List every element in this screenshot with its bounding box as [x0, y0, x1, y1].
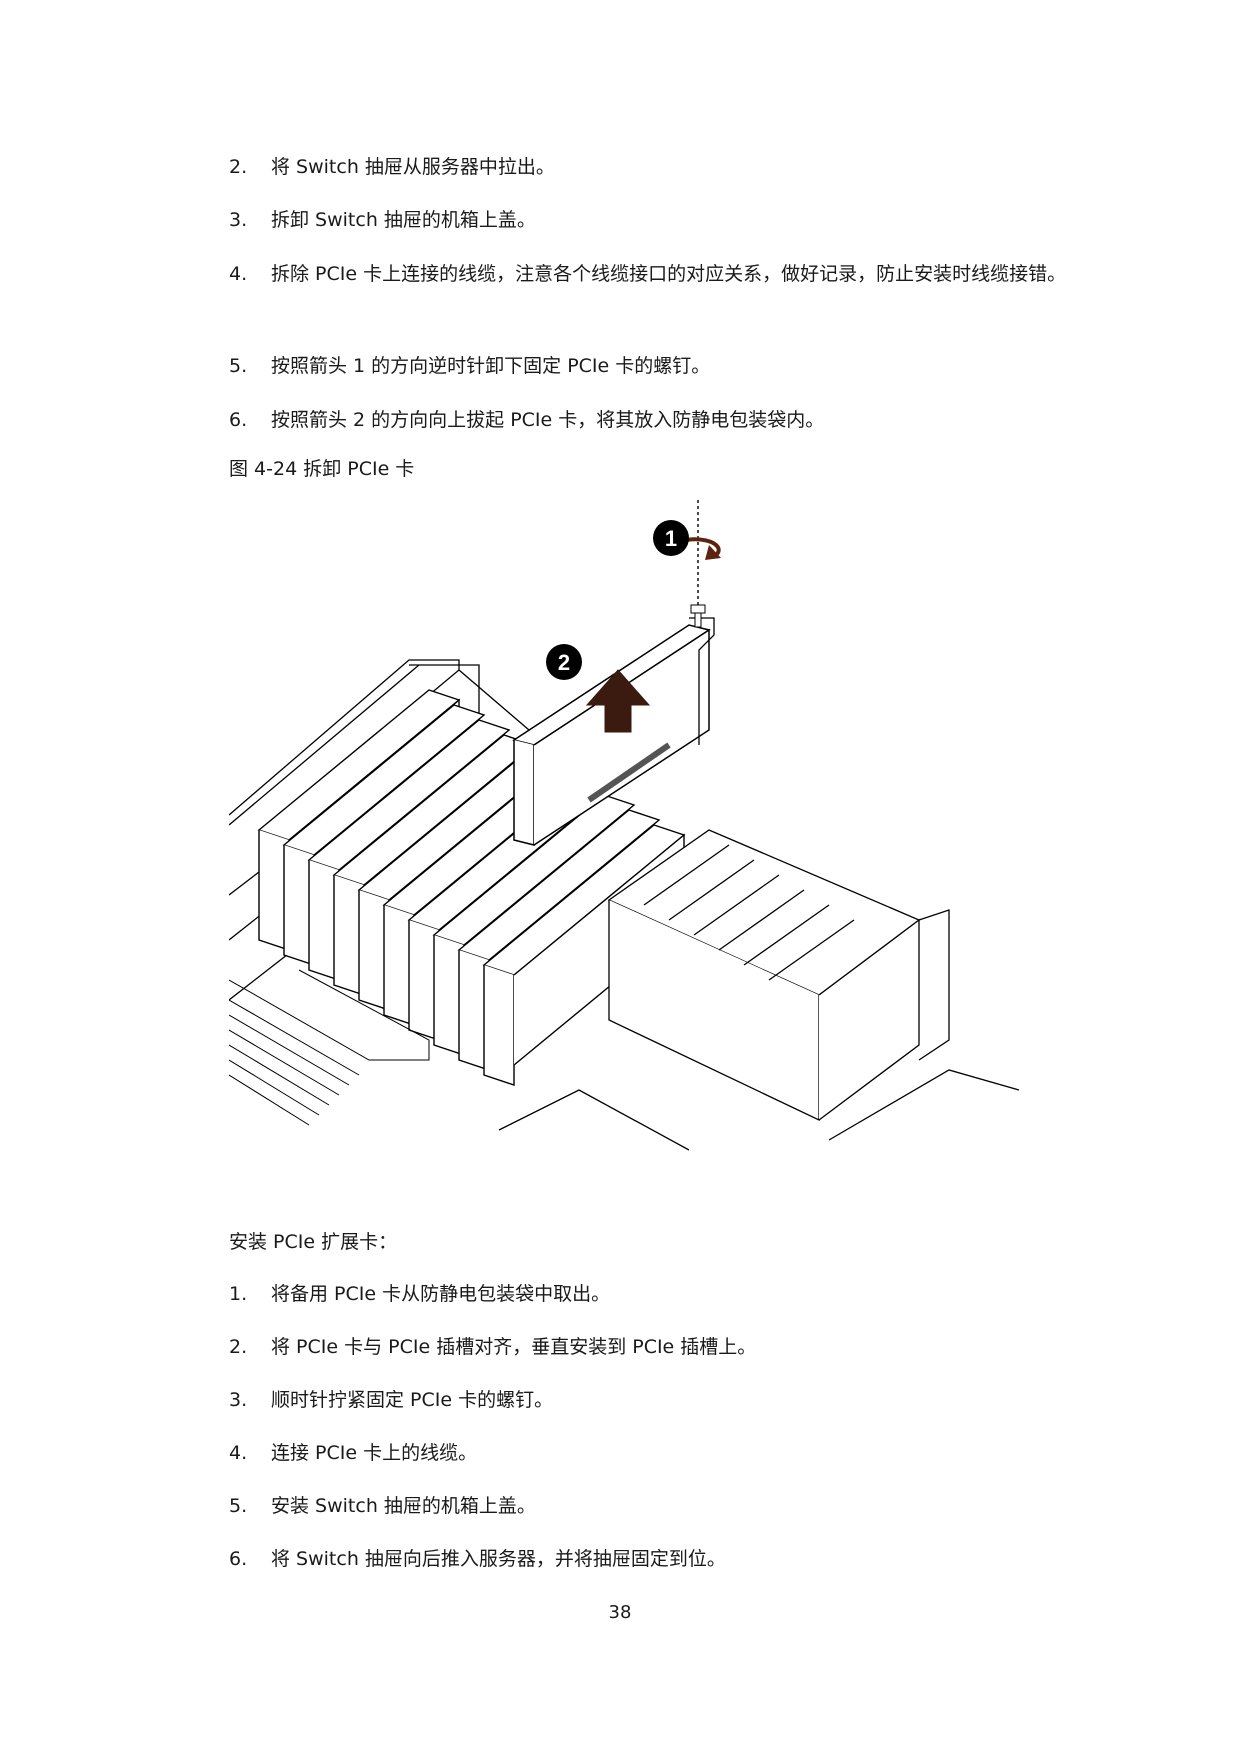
install-step-5: 5. 安装 Switch 抽屉的机箱上盖。 [229, 1487, 1101, 1525]
install-step-4: 4. 连接 PCIe 卡上的线缆。 [229, 1434, 1101, 1472]
step-number: 6. [229, 1548, 248, 1570]
install-step-6: 6. 将 Switch 抽屉向后推入服务器，并将抽屉固定到位。 [229, 1540, 1101, 1578]
step-text: 按照箭头 1 的方向逆时针卸下固定 PCIe 卡的螺钉。 [271, 355, 711, 377]
step-number: 3. [229, 1389, 248, 1411]
install-step-3: 3. 顺时针拧紧固定 PCIe 卡的螺钉。 [229, 1381, 1101, 1419]
removal-step-6: 6. 按照箭头 2 的方向向上拔起 PCIe 卡，将其放入防静电包装袋内。 [229, 401, 1101, 439]
step-number: 4. [229, 1442, 248, 1464]
removal-step-4: 4. 拆除 PCIe 卡上连接的线缆，注意各个线缆接口的对应关系，做好记录，防止安… [229, 255, 1101, 293]
step-text: 将备用 PCIe 卡从防静电包装袋中取出。 [271, 1283, 611, 1305]
callout-1-label: 1 [665, 526, 677, 551]
step-text: 拆除 PCIe 卡上连接的线缆，注意各个线缆接口的对应关系，做好记录，防止安装时… [271, 263, 1067, 285]
install-step-2: 2. 将 PCIe 卡与 PCIe 插槽对齐，垂直安装到 PCIe 插槽上。 [229, 1328, 1101, 1366]
removal-step-2: 2. 将 Switch 抽屉从服务器中拉出。 [229, 148, 1101, 186]
step-text: 按照箭头 2 的方向向上拔起 PCIe 卡，将其放入防静电包装袋内。 [271, 409, 825, 431]
step-number: 3. [229, 209, 248, 231]
callout-1-marker [653, 520, 689, 556]
page-number: 38 [608, 1602, 632, 1623]
step-text: 连接 PCIe 卡上的线缆。 [271, 1442, 478, 1464]
step-number: 6. [229, 409, 248, 431]
removal-step-3: 3. 拆卸 Switch 抽屉的机箱上盖。 [229, 201, 1101, 239]
figure-caption: 图 4-24 拆卸 PCIe 卡 [229, 458, 415, 480]
step-number: 5. [229, 355, 248, 377]
step-text: 将 PCIe 卡与 PCIe 插槽对齐，垂直安装到 PCIe 插槽上。 [271, 1336, 757, 1358]
step-text: 顺时针拧紧固定 PCIe 卡的螺钉。 [271, 1389, 554, 1411]
install-heading: 安装 PCIe 扩展卡： [229, 1231, 398, 1253]
callout-2-marker [546, 644, 582, 680]
step-number: 2. [229, 1336, 248, 1358]
install-step-1: 1. 将备用 PCIe 卡从防静电包装袋中取出。 [229, 1275, 1101, 1313]
step-text: 拆卸 Switch 抽屉的机箱上盖。 [271, 209, 536, 231]
pcie-removal-figure: 1 2 [229, 500, 1020, 1151]
callout-2-label: 2 [558, 650, 570, 675]
removal-step-5: 5. 按照箭头 1 的方向逆时针卸下固定 PCIe 卡的螺钉。 [229, 347, 1101, 385]
step-number: 4. [229, 263, 248, 285]
step-number: 5. [229, 1495, 248, 1517]
step-text: 将 Switch 抽屉从服务器中拉出。 [271, 156, 555, 178]
step-text: 安装 Switch 抽屉的机箱上盖。 [271, 1495, 536, 1517]
step-text: 将 Switch 抽屉向后推入服务器，并将抽屉固定到位。 [271, 1548, 726, 1570]
step-number: 2. [229, 156, 248, 178]
step-number: 1. [229, 1283, 248, 1305]
